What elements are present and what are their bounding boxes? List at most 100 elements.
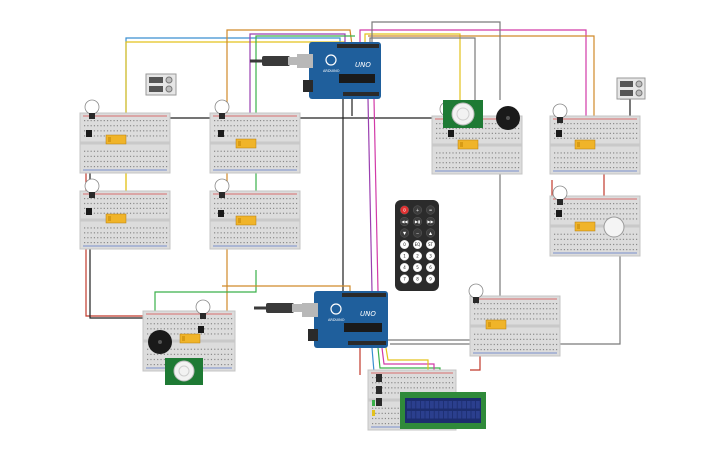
relay-module[interactable] (485, 319, 507, 330)
remote-button[interactable]: ◀◀ (399, 216, 410, 227)
remote-button[interactable]: 6 (425, 262, 436, 273)
breadboard-hole (146, 212, 148, 214)
arduino-uno-bottom[interactable]: UNO ARDUINO (302, 291, 388, 348)
light-bulb[interactable] (84, 178, 100, 198)
transistor[interactable] (86, 208, 92, 215)
light-bulb[interactable] (214, 178, 230, 198)
breadboard-hole (100, 202, 102, 205)
transistor[interactable] (556, 130, 562, 137)
breadboard-hole (593, 152, 595, 154)
remote-button[interactable]: ≡ (425, 205, 436, 215)
breadboard-hole (87, 242, 89, 244)
remote-button[interactable]: 4 (399, 262, 410, 273)
relay-module[interactable] (179, 333, 201, 344)
breadboard-hole (554, 203, 556, 205)
breadboard-hole (120, 150, 122, 152)
arduino-logo-icon (330, 303, 342, 315)
relay-module[interactable] (574, 139, 596, 150)
breadboard-hole (570, 132, 572, 134)
remote-button[interactable]: ▼ (399, 228, 410, 238)
transistor[interactable] (448, 130, 454, 137)
relay-module[interactable] (105, 134, 127, 145)
breadboard-hole (573, 203, 575, 205)
remote-button[interactable]: + (412, 205, 423, 215)
breadboard-hole (97, 198, 99, 200)
lcd-16x2[interactable] (400, 392, 486, 429)
breadboard-hole (116, 155, 118, 157)
remote-button[interactable]: ST (425, 239, 436, 250)
breadboard-hole (273, 242, 275, 244)
lcd-cell (457, 401, 462, 409)
breadboard-hole (156, 198, 158, 200)
breadboard-hole (514, 137, 516, 139)
breadboard-hole (230, 232, 232, 234)
breadboard-hole (240, 125, 242, 127)
pir-sensor-bottom[interactable] (165, 358, 203, 385)
remote-button[interactable]: ▲ (425, 228, 436, 238)
remote-button[interactable]: 0 (399, 239, 410, 250)
breadboard-hole (436, 377, 438, 379)
relay-module[interactable] (235, 138, 257, 149)
buzzer-bottom[interactable] (148, 330, 172, 354)
transistor[interactable] (218, 130, 224, 137)
remote-button[interactable]: 7 (399, 274, 410, 284)
remote-button[interactable]: EQ (412, 239, 423, 250)
transistor[interactable] (218, 210, 224, 217)
light-bulb[interactable] (468, 283, 484, 303)
breadboard-hole (462, 137, 464, 139)
bulb-base (219, 113, 225, 119)
breadboard-hole (87, 198, 89, 200)
light-bulb[interactable] (552, 185, 568, 205)
breadboard-hole (289, 130, 291, 132)
relay-module[interactable] (574, 221, 596, 232)
breadboard-hole (120, 125, 122, 127)
transistor[interactable] (556, 210, 562, 217)
breadboard-hole (276, 237, 278, 239)
breadboard-hole (243, 155, 245, 157)
light-bulb[interactable] (84, 99, 100, 119)
breadboard-hole (483, 303, 486, 305)
light-bulb[interactable] (195, 299, 211, 319)
relay-module[interactable] (457, 139, 479, 150)
dial-component[interactable] (603, 216, 625, 238)
breadboard-hole (632, 127, 634, 130)
arduino-uno-top[interactable]: UNO ARDUINO (297, 42, 381, 99)
remote-button[interactable]: ▶▮ (412, 216, 423, 227)
remote-button[interactable]: 2 (412, 251, 423, 261)
remote-button[interactable]: 5 (412, 262, 423, 273)
light-bulb[interactable] (552, 103, 568, 123)
breadboard-hole (536, 333, 538, 335)
remote-button[interactable]: 3 (425, 251, 436, 261)
power-switch-left[interactable] (145, 73, 177, 96)
relay-module[interactable] (235, 215, 257, 226)
remote-button[interactable]: 9 (425, 274, 436, 284)
breadboard-hole (159, 227, 161, 229)
remote-button[interactable]: − (412, 228, 423, 238)
breadboard-hole (539, 308, 541, 310)
breadboard-hole (626, 162, 628, 164)
breadboard-hole (116, 237, 118, 239)
breadboard-hole (217, 364, 219, 366)
breadboard-hole (391, 417, 393, 420)
light-bulb[interactable] (214, 99, 230, 119)
remote-button[interactable]: 8 (412, 274, 423, 284)
breadboard-hole (187, 348, 189, 350)
breadboard-hole (570, 208, 572, 210)
breadboard-hole (93, 198, 96, 200)
transistor[interactable] (198, 326, 204, 333)
breadboard-hole (223, 212, 226, 214)
remote-button[interactable]: ▶▶ (425, 216, 436, 227)
breadboard-hole (103, 130, 105, 132)
remote-button[interactable]: 1 (399, 251, 410, 261)
breadboard-hole (204, 333, 206, 335)
breadboard-hole (269, 125, 271, 127)
remote-button[interactable]: ⏻ (399, 205, 410, 215)
power-switch-right[interactable] (616, 77, 646, 100)
pir-sensor-top[interactable] (443, 100, 483, 128)
buzzer-top[interactable] (496, 106, 520, 130)
relay-module[interactable] (105, 213, 127, 224)
breadboard-hole (240, 160, 242, 163)
transistor[interactable] (86, 130, 92, 137)
breadboard-hole (552, 318, 554, 320)
